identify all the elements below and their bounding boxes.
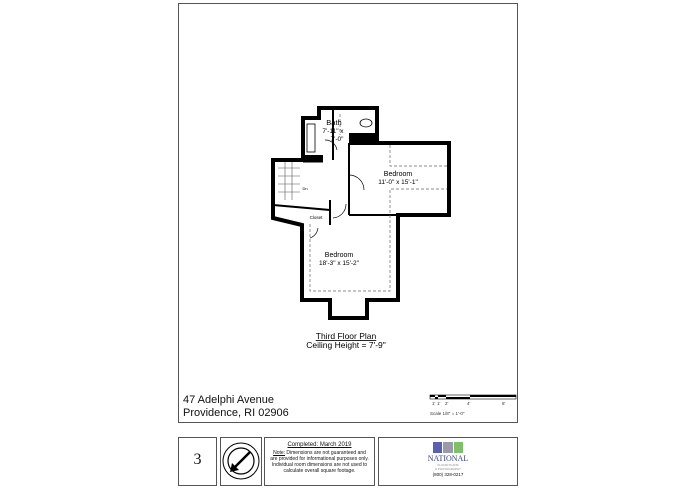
room-name-bedroom-upper: Bedroom — [384, 171, 413, 178]
completed-date: Completed: March 2019 — [287, 442, 352, 448]
address-line2: Providence, RI 02906 — [183, 407, 289, 419]
phone-number: (800) 328-0217 — [432, 472, 464, 477]
logo-sub2: & PHOTOGRAPHY — [434, 467, 462, 471]
floor-number-box: 3 — [178, 437, 217, 486]
stairs-down-label: Dn — [302, 186, 307, 191]
floor-number: 3 — [193, 451, 202, 468]
note-label: Note: — [273, 450, 286, 456]
address-line1: 47 Adelphi Avenue — [183, 394, 274, 406]
plan-frame — [178, 3, 518, 423]
room-dims-bedroom-lower: 18'-3" x 15'-2" — [319, 260, 360, 267]
scale-tick: 1' — [432, 401, 436, 406]
room-dims-bedroom-upper: 11'-0" x 15'-1" — [378, 179, 418, 186]
room-dims-bath-1: 7'-11" x — [322, 128, 344, 135]
room-name-bath: Bath — [326, 118, 341, 127]
north-arrow-compass-icon — [222, 442, 260, 480]
scale-tick: 8' — [502, 401, 506, 406]
scale-tick: 4' — [467, 401, 471, 406]
plan-title: Third Floor Plan — [316, 331, 377, 341]
logo-sub1: FLOOR PLANS — [437, 463, 459, 467]
scale-tick: 1' — [437, 401, 441, 406]
company-logo-box: NATIONAL FLOOR PLANS & PHOTOGRAPHY (800)… — [378, 437, 518, 486]
closet-label: Closet — [310, 215, 324, 220]
note-box: Completed: March 2019 Note: Dimensions a… — [264, 437, 375, 486]
compass-box — [220, 437, 262, 486]
logo-name: NATIONAL — [427, 454, 469, 463]
scale-label: Scale 1/8" = 1'-0" — [430, 411, 465, 416]
ceiling-height: Ceiling Height = 7'-9" — [306, 340, 386, 350]
room-dims-bath-2: 7'-0" — [331, 136, 345, 143]
scale-tick: 2' — [445, 401, 449, 406]
room-name-bedroom-lower: Bedroom — [325, 252, 354, 259]
logo-squares — [433, 442, 463, 453]
disclaimer-note: Dimensions are not guaranteed and are pr… — [270, 450, 369, 474]
